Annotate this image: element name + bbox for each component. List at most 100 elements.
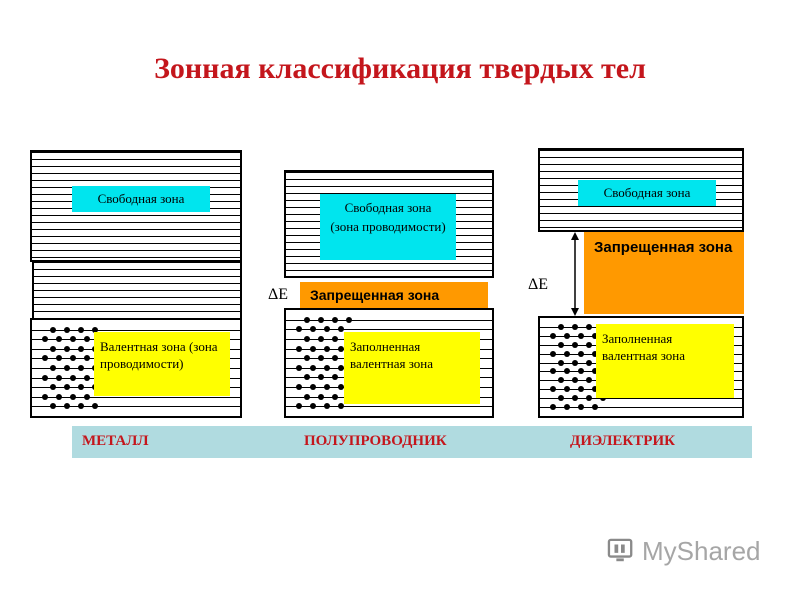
electron-dot [550, 368, 556, 374]
electron-dot [296, 346, 302, 352]
electron-dot [600, 395, 606, 401]
electron-dot [304, 355, 310, 361]
valence-level-line [32, 330, 240, 331]
electron-dot [70, 375, 76, 381]
electron-dot [70, 336, 76, 342]
label-semiconductor: ПОЛУПРОВОДНИК [304, 433, 447, 449]
electron-dot [56, 394, 62, 400]
electron-dot [564, 333, 570, 339]
electron-dot [332, 336, 338, 342]
electron-dot [42, 394, 48, 400]
electron-dot [592, 351, 598, 357]
electron-dot [56, 375, 62, 381]
semiconductor-filled-valence-label: Заполненная валентная зона [344, 332, 480, 404]
electron-dot [578, 333, 584, 339]
electron-dot [296, 326, 302, 332]
electron-dot [304, 394, 310, 400]
electron-dot [318, 336, 324, 342]
electron-dot [592, 386, 598, 392]
electron-dot [64, 365, 70, 371]
electron-dot [564, 368, 570, 374]
electron-dot [572, 324, 578, 330]
electron-dot [70, 394, 76, 400]
electron-dot [304, 317, 310, 323]
electron-dot [324, 365, 330, 371]
electron-dot [64, 384, 70, 390]
electron-dot [564, 386, 570, 392]
electron-dot [592, 404, 598, 410]
electron-dot [338, 403, 344, 409]
electron-dot [78, 384, 84, 390]
electron-dot [42, 336, 48, 342]
electron-dot [84, 336, 90, 342]
electron-dot [304, 336, 310, 342]
semiconductor-free-zone-line2: (зона проводимости) [330, 219, 446, 234]
electron-dot [578, 386, 584, 392]
electron-dot [550, 333, 556, 339]
electron-dot [550, 404, 556, 410]
electron-dot [304, 374, 310, 380]
valence-level-line [540, 398, 742, 399]
label-dielectric: ДИЭЛЕКТРИК [570, 433, 675, 449]
electron-dot [572, 360, 578, 366]
electron-dot [42, 375, 48, 381]
electron-dot [578, 351, 584, 357]
electron-dot [296, 365, 302, 371]
valence-level-line [32, 397, 240, 398]
electron-dot [572, 395, 578, 401]
electron-dot [572, 377, 578, 383]
electron-dot [64, 403, 70, 409]
electron-dot [324, 403, 330, 409]
electron-dot [78, 327, 84, 333]
electron-dot [338, 384, 344, 390]
electron-dot [558, 395, 564, 401]
dielectric-delta-e: ΔE [528, 276, 549, 293]
electron-dot [558, 377, 564, 383]
electron-dot [56, 336, 62, 342]
electron-dot [578, 404, 584, 410]
valence-level-line [540, 407, 742, 408]
electron-dot [586, 395, 592, 401]
electron-dot [558, 360, 564, 366]
electron-dot [310, 346, 316, 352]
electron-dot [50, 346, 56, 352]
electron-dot [92, 327, 98, 333]
semiconductor-free-zone-line1: Свободная зона [344, 200, 432, 215]
electron-dot [64, 346, 70, 352]
electron-dot [56, 355, 62, 361]
semiconductor-delta-e: ΔE [268, 286, 289, 303]
semiconductor-free-zone-label: Свободная зона (зона проводимости) [320, 194, 456, 260]
electron-dot [586, 324, 592, 330]
metal-valence-zone-label: Валентная зона (зона проводимости) [94, 332, 230, 396]
electron-dot [50, 403, 56, 409]
electron-dot [78, 365, 84, 371]
valence-level-line [286, 329, 492, 330]
electron-dot [42, 355, 48, 361]
valence-level-line [32, 406, 240, 407]
electron-dot [558, 342, 564, 348]
electron-dot [332, 317, 338, 323]
electron-dot [586, 342, 592, 348]
electron-dot [338, 326, 344, 332]
electron-dot [318, 374, 324, 380]
dielectric-gap-arrow [571, 232, 579, 316]
dielectric-filled-valence-label: Заполненная валентная зона [596, 324, 734, 398]
electron-dot [586, 360, 592, 366]
electron-dot [338, 346, 344, 352]
electron-dot [332, 374, 338, 380]
electron-dot [92, 403, 98, 409]
electron-dot [50, 384, 56, 390]
electron-dot [564, 351, 570, 357]
dielectric-free-zone-label: Свободная зона [578, 180, 716, 206]
electron-dot [324, 326, 330, 332]
electron-dot [324, 346, 330, 352]
electron-dot [310, 384, 316, 390]
electron-dot [78, 403, 84, 409]
metal-overlap-band [32, 262, 242, 318]
electron-dot [310, 326, 316, 332]
metal-free-zone-label: Свободная зона [72, 186, 210, 212]
electron-dot [324, 384, 330, 390]
electron-dot [550, 351, 556, 357]
myshared-logo-icon [607, 538, 633, 562]
electron-dot [78, 346, 84, 352]
